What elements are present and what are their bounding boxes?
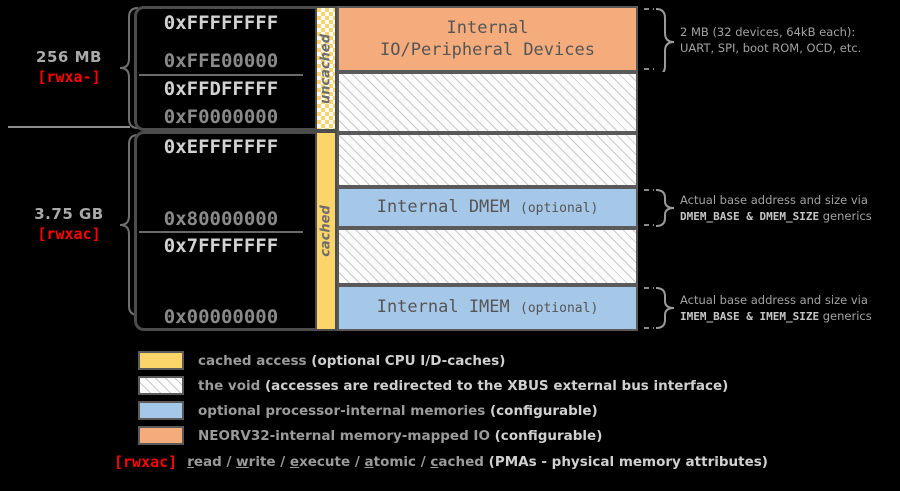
callout-brace-io <box>644 8 675 72</box>
block-internal-imem: Internal IMEM (optional) <box>337 285 638 331</box>
legend-io-bold: (configurable) <box>494 427 603 444</box>
address-0xF0000000: 0xF0000000 <box>163 106 279 128</box>
address-0x7FFFFFFF: 0x7FFFFFFF <box>163 235 279 257</box>
uncached-label: uncached <box>318 33 334 104</box>
legend: cached access (optional CPU I/D-caches) … <box>114 348 768 475</box>
pma-key: [rwxac] <box>114 452 178 471</box>
legend-void-bold: (accesses are redirected to the XBUS ext… <box>265 377 729 394</box>
address-0xFFFFFFFF: 0xFFFFFFFF <box>163 12 279 34</box>
io-block-line2: IO/Peripheral Devices <box>380 40 595 60</box>
io-block-line1: Internal <box>446 18 529 38</box>
pma-description: read / write / execute / atomic / cached… <box>187 453 768 470</box>
void-swatch <box>138 376 184 395</box>
callout-dmem-tail: generics <box>819 209 872 223</box>
address-0x00000000: 0x00000000 <box>163 306 279 328</box>
block-void-2 <box>337 133 638 187</box>
left-brace-group <box>119 7 139 316</box>
block-void-3 <box>337 228 638 285</box>
legend-cached-plain: cached access <box>198 352 312 369</box>
legend-memories-bold: (configurable) <box>490 402 598 419</box>
dmem-block-note: (optional) <box>520 200 599 216</box>
capacity-pma-top: [rwxa-] <box>37 68 101 86</box>
capacity-label-top: 256 MB [rwxa-] <box>4 48 134 88</box>
legend-row-cached: cached access (optional CPU I/D-caches) <box>138 348 768 373</box>
callout-brace-imem <box>644 287 675 329</box>
legend-row-io: NEORV32-internal memory-mapped IO (confi… <box>138 423 768 448</box>
callout-imem-tail: generics <box>819 309 872 323</box>
address-0xEFFFFFFF: 0xEFFFFFFF <box>163 136 279 158</box>
callout-dmem-generics: DMEM_BASE & DMEM_SIZE <box>680 210 820 223</box>
legend-io-plain: NEORV32-internal memory-mapped IO <box>198 427 495 444</box>
legend-row-memories: optional processor-internal memories (co… <box>138 398 768 423</box>
capacity-size-top: 256 MB <box>36 48 102 66</box>
callout-imem-line1: Actual base address and size via <box>680 293 868 307</box>
cached-swatch <box>138 351 184 370</box>
address-separator-top <box>139 74 303 76</box>
capacity-pma-bottom: [rwxac] <box>37 225 101 243</box>
callout-dmem-line1: Actual base address and size via <box>680 193 868 207</box>
memories-swatch <box>138 401 184 420</box>
legend-cached-bold: (optional CPU I/D-caches) <box>311 352 506 369</box>
address-separator-bottom <box>139 231 303 233</box>
legend-row-void: the void (accesses are redirected to the… <box>138 373 768 398</box>
imem-block-note: (optional) <box>520 301 599 316</box>
callout-io-line1: 2 MB (32 devices, 64kB each): <box>680 25 856 39</box>
callout-imem-generics: IMEM_BASE & IMEM_SIZE <box>680 310 820 323</box>
cached-strip: cached <box>315 131 337 331</box>
dmem-block-label: Internal DMEM <box>376 196 520 217</box>
uncached-strip: uncached <box>315 6 337 131</box>
address-0xFFE00000: 0xFFE00000 <box>163 50 279 72</box>
block-internal-dmem: Internal DMEM (optional) <box>337 187 638 228</box>
cached-label: cached <box>318 205 334 257</box>
capacity-label-bottom: 3.75 GB [rwxac] <box>4 205 134 245</box>
legend-void-plain: the void <box>198 377 265 394</box>
block-io-peripheral: Internal IO/Peripheral Devices <box>337 6 638 72</box>
capacity-size-bottom: 3.75 GB <box>34 205 104 223</box>
io-swatch <box>138 426 184 445</box>
block-void-1 <box>337 72 638 133</box>
callout-brace-dmem <box>644 189 675 227</box>
legend-row-pma: [rwxac] read / write / execute / atomic … <box>114 448 768 475</box>
capacity-divider <box>8 126 130 128</box>
address-0x80000000: 0x80000000 <box>163 208 279 230</box>
legend-memories-plain: optional processor-internal memories <box>198 402 490 419</box>
address-0xFFDFFFFF: 0xFFDFFFFF <box>163 78 279 100</box>
callout-io-line2: UART, SPI, boot ROM, OCD, etc. <box>680 41 862 55</box>
imem-block-label: Internal IMEM <box>376 297 520 317</box>
